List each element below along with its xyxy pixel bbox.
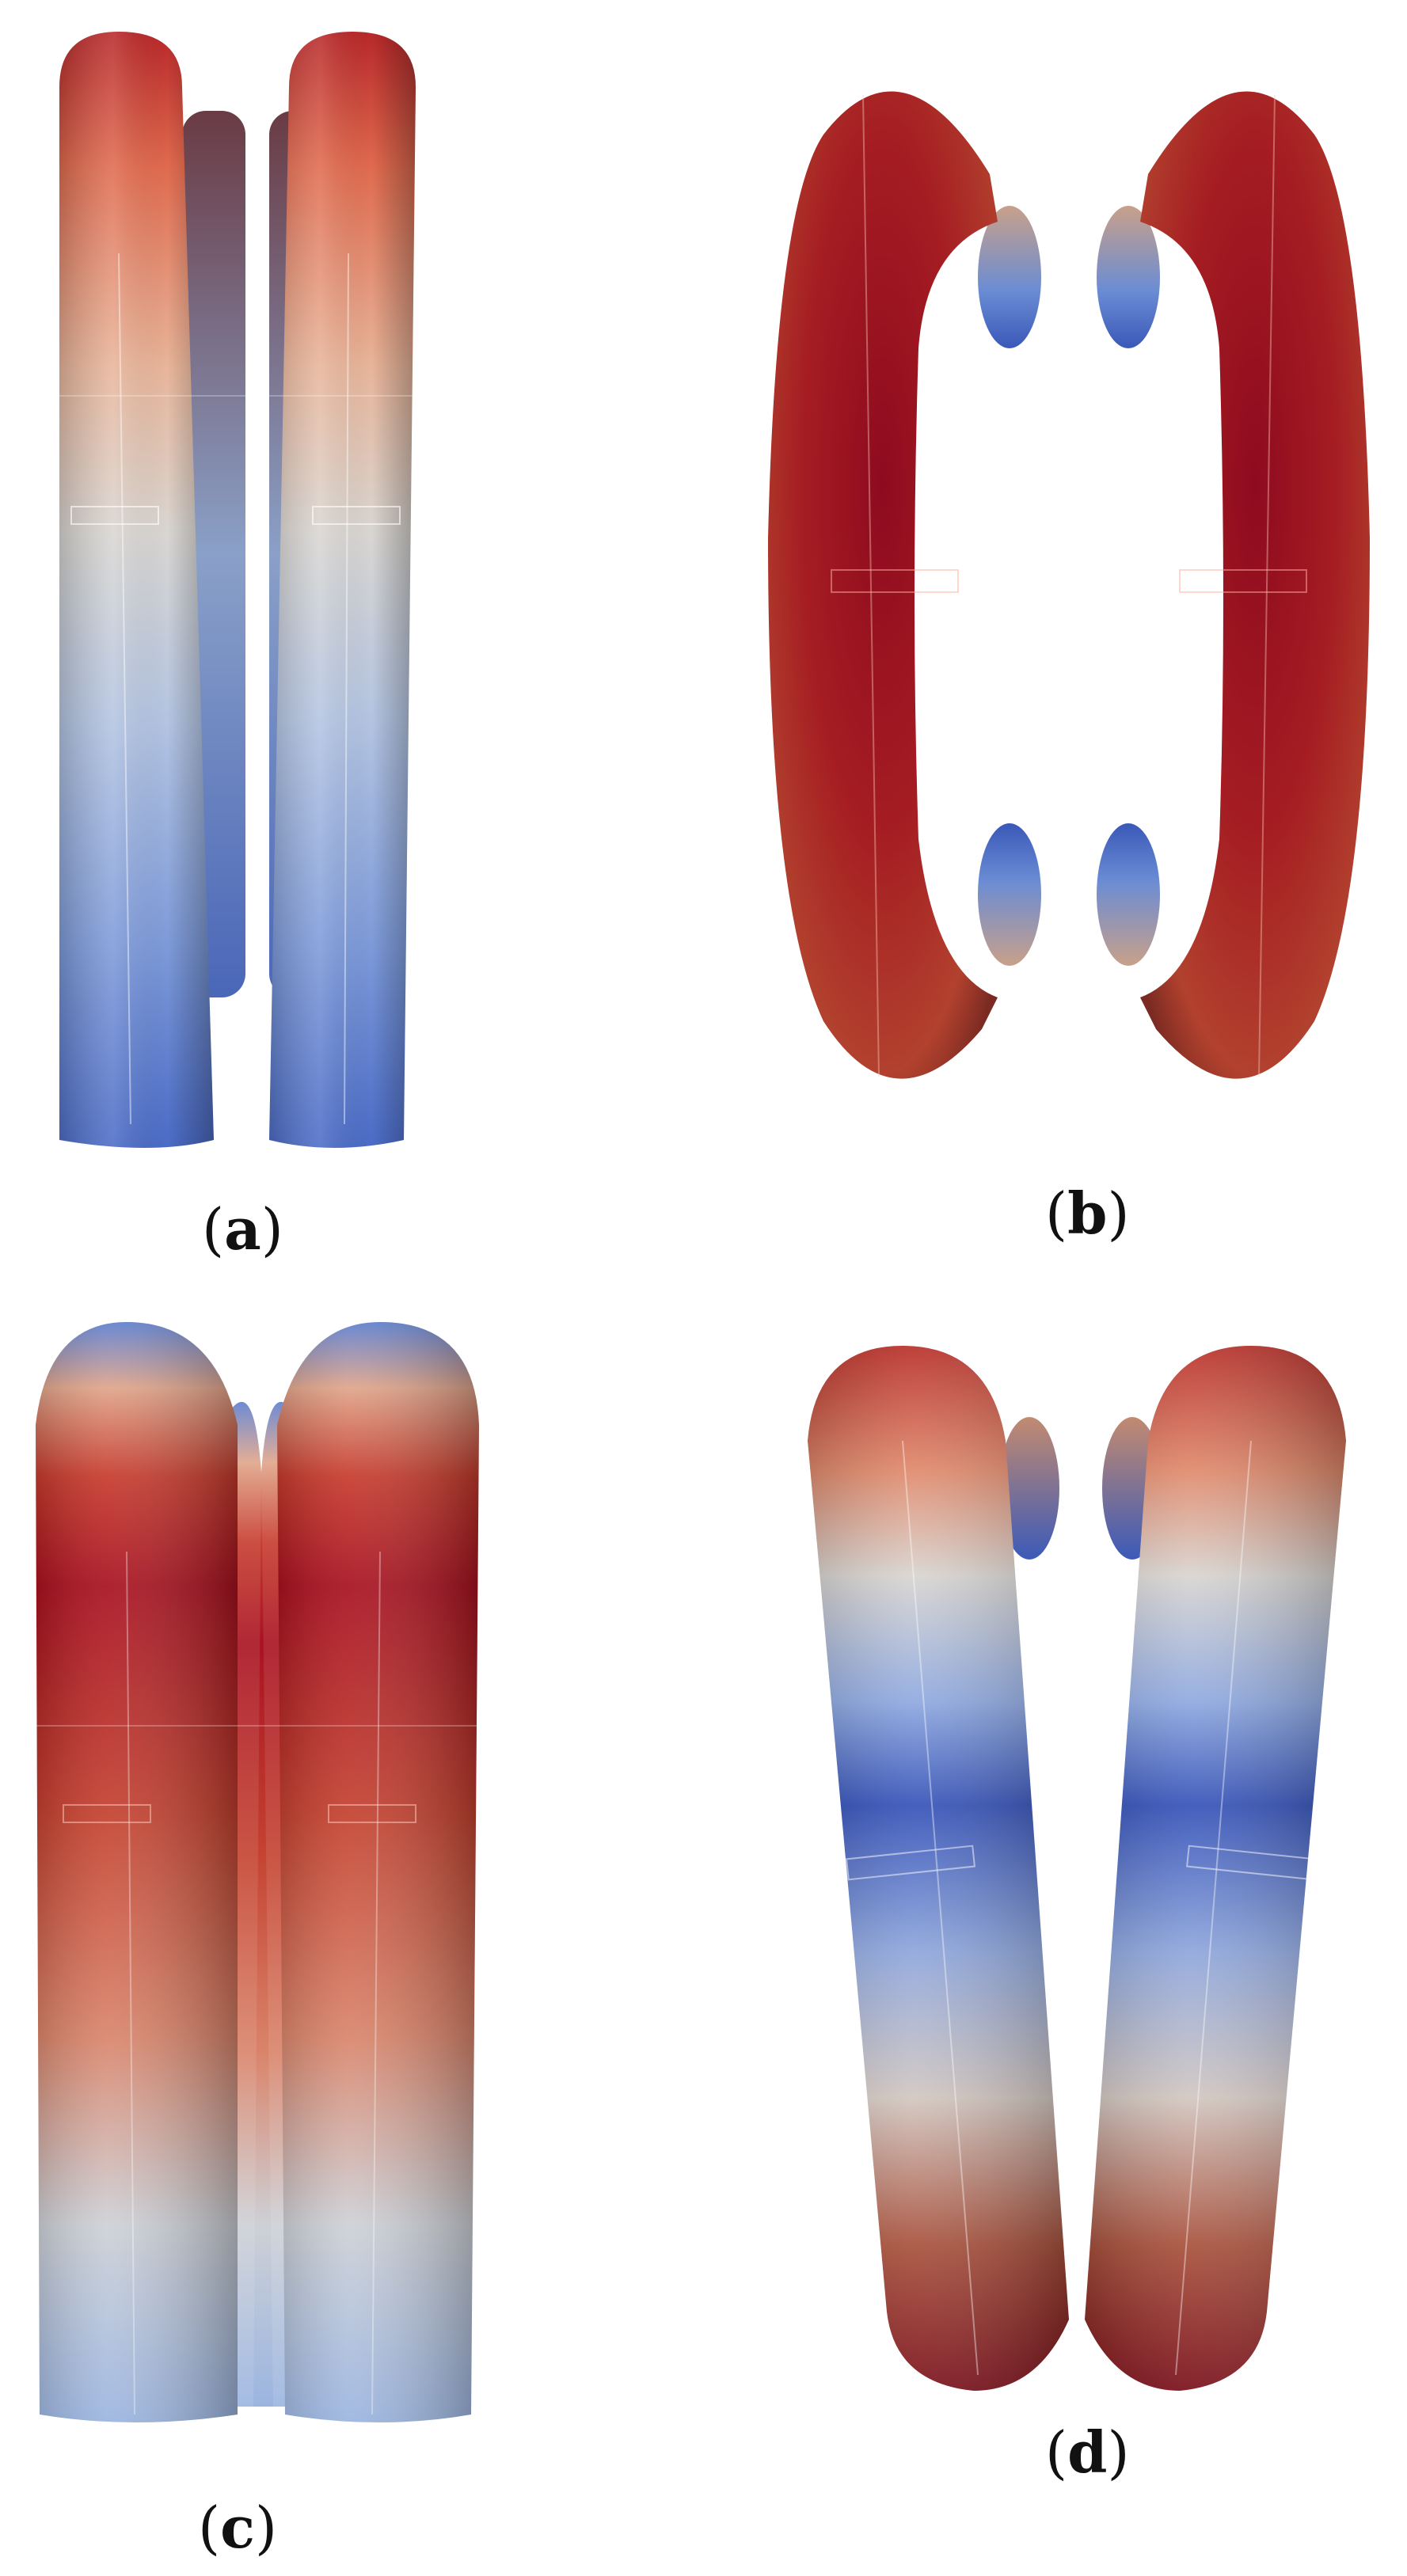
panel-c [32,1314,491,2438]
tip-right-bottom [1097,823,1160,966]
torus-right [1140,91,1370,1079]
panel-d-render [808,1346,1346,2391]
panel-d [800,1346,1354,2407]
tip-left-top [978,206,1041,348]
panel-b [760,47,1378,1124]
panel-a [32,16,507,1180]
tip-right-top [1097,206,1160,348]
tip-left [999,1417,1059,1560]
caption-a: (a) [202,1195,283,1263]
panel-b-render [768,91,1370,1079]
torus-left [768,91,998,1079]
caption-c: (c) [198,2494,278,2561]
panel-a-render [48,32,443,1148]
panel-c-render [36,1322,479,2422]
caption-b: (b) [1045,1180,1130,1247]
caption-d: (d) [1045,2418,1130,2486]
tip-left-bottom [978,823,1041,966]
